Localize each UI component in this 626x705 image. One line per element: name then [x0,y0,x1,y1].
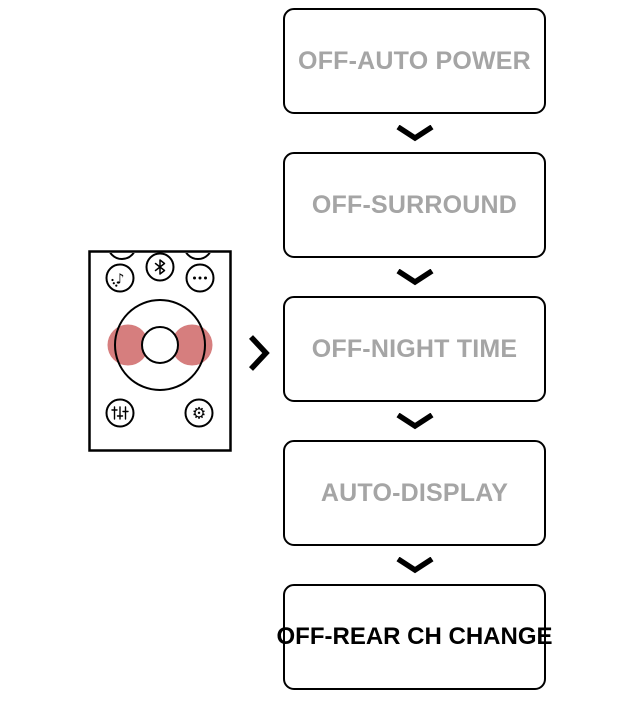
arrow-down-icon [283,546,546,584]
flow-step-label: OFF-NIGHT TIME [311,334,518,363]
sound-control-button [105,398,135,428]
flow-step-label: OFF-SURROUND [311,190,518,219]
chevron-right-icon [248,335,270,371]
ellipsis-icon [193,276,207,280]
sound-mode-button: ♪ [105,263,135,293]
bluetooth-icon [154,259,166,275]
dpad-center-button [141,326,179,364]
flow-step: OFF-REAR CH CHANGE [277,584,553,690]
flow-step-label: OFF-REAR CH CHANGE [276,623,553,650]
flow-step: OFF-NIGHT TIME [283,296,546,402]
gear-icon: ⚙ [192,404,206,423]
dpad-right-highlight [171,324,213,366]
arrow-down-icon [283,114,546,152]
equalizer-icon [111,406,129,420]
bluetooth-button [145,252,175,282]
settings-button: ⚙ [184,398,214,428]
flow-step: OFF-AUTO POWER [283,8,546,114]
cropped-top-buttons [109,253,211,260]
remote-control-illustration: ♪ [88,250,232,452]
svg-text:♪: ♪ [116,272,125,288]
flow-step-label: OFF-AUTO POWER [298,46,531,75]
dpad-left-highlight [107,324,149,366]
more-button [185,263,215,293]
flow-step: AUTO-DISPLAY [283,440,546,546]
settings-flow: OFF-AUTO POWER OFF-SURROUND OFF-NIGHT TI… [277,8,553,690]
flow-step: OFF-SURROUND [283,152,546,258]
dpad [107,299,213,391]
music-note-icon: ♪ [111,272,124,288]
arrow-down-icon [283,258,546,296]
flow-step-label: AUTO-DISPLAY [320,478,509,507]
arrow-down-icon [283,402,546,440]
